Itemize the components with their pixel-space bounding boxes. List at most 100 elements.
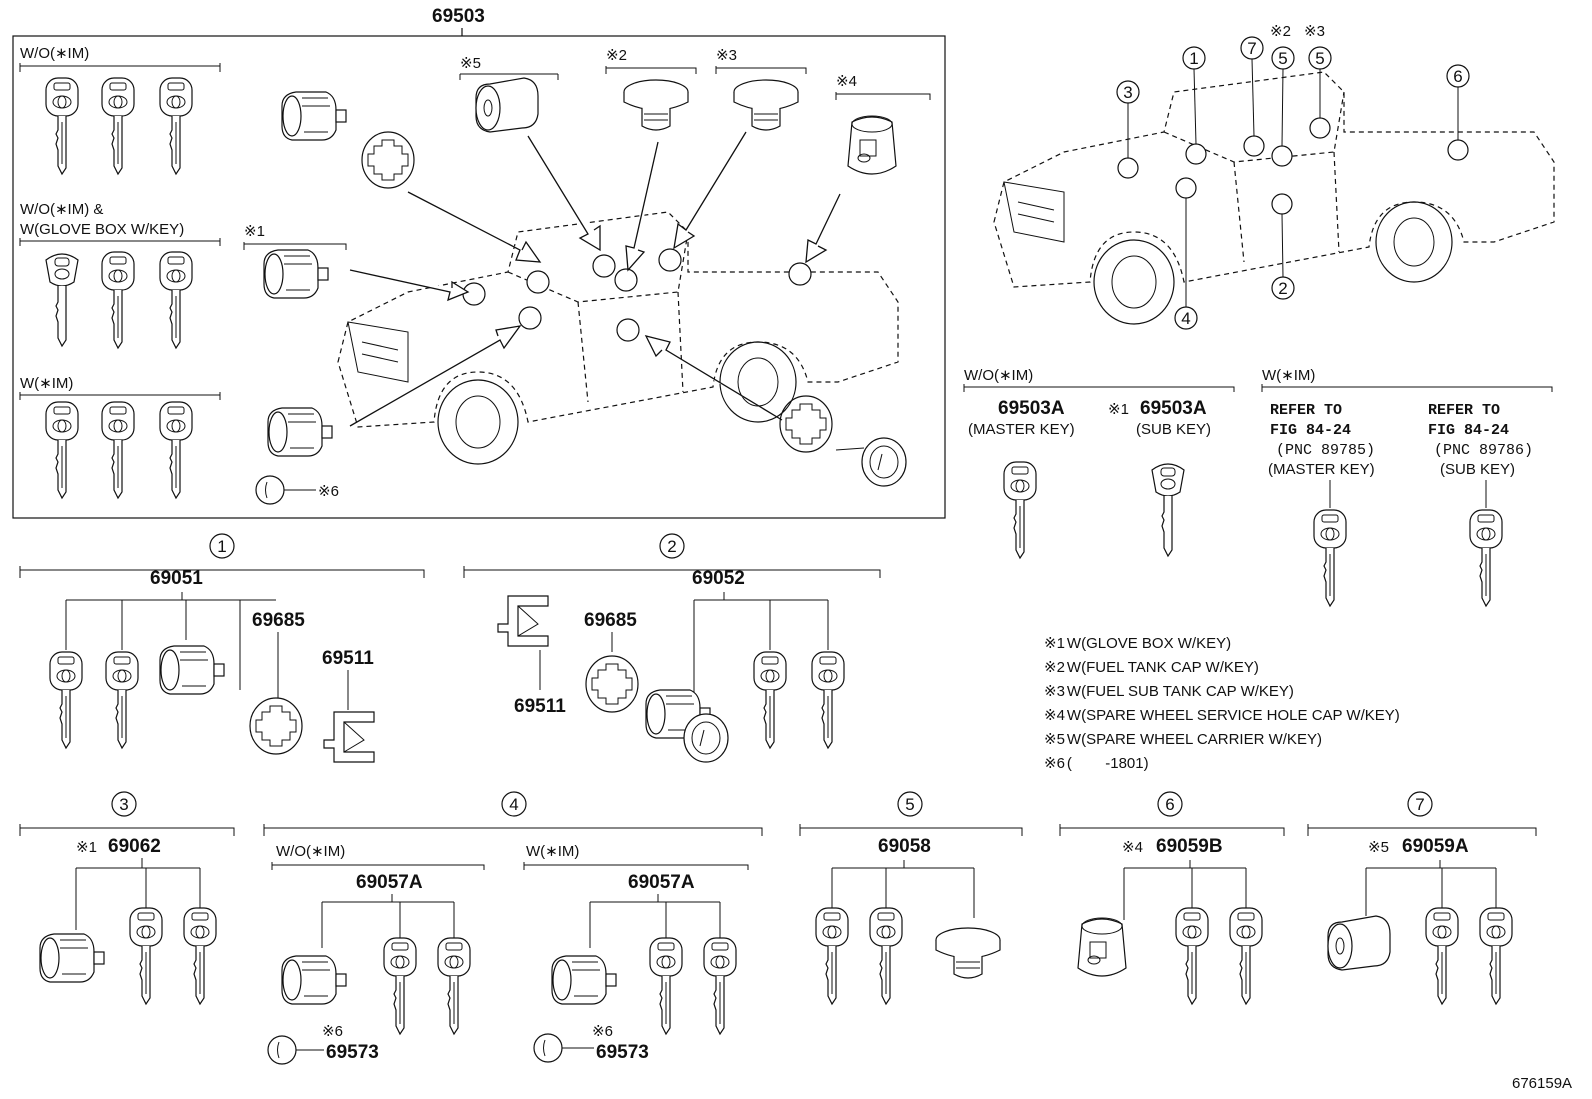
master-w-im-label: W(∗IM) <box>1262 367 1315 384</box>
section-number: 6 <box>1165 795 1174 814</box>
svg-text:1: 1 <box>1189 49 1198 68</box>
svg-text:5: 5 <box>1315 49 1324 68</box>
service-hole-cap-lock-icon <box>847 115 897 175</box>
key-icon <box>101 77 135 175</box>
spare-carrier-cylinder-icon <box>475 77 539 133</box>
key-icon <box>159 77 193 175</box>
section-part-number: 69052 <box>692 568 745 589</box>
group-w-im-label: W(∗IM) <box>20 375 73 392</box>
svg-text:6: 6 <box>1453 67 1462 86</box>
cap-disc-icon <box>533 1033 563 1063</box>
svg-text:※6( -1801): ※6( -1801) <box>1044 755 1149 772</box>
main-assembly-part-number: 69503 <box>432 6 485 27</box>
section-sub-part-1: 69685 <box>584 610 637 631</box>
refer-sub-line4: (SUB KEY) <box>1440 461 1515 478</box>
section-marker: ※5 <box>1368 839 1389 856</box>
svg-text:※1W(GLOVE BOX W/KEY): ※1W(GLOVE BOX W/KEY) <box>1044 635 1231 652</box>
fuel-sub-tank-cap-icon <box>733 79 799 131</box>
truck-callout-5b: 5 <box>1308 46 1332 118</box>
section-4-left-marker: ※6 <box>322 1023 343 1040</box>
section-4-right-cap-part-number: 69573 <box>596 1042 649 1063</box>
section-7: 7 ※5 69059A <box>1307 791 1537 1005</box>
truck-marker-2: ※2 <box>1270 23 1291 40</box>
truck-callout-5a: 5 <box>1271 46 1295 147</box>
svg-text:7: 7 <box>1247 39 1256 58</box>
master-key-desc: (MASTER KEY) <box>968 421 1075 438</box>
marker-1: ※1 <box>244 223 265 240</box>
section-sub-part-1: 69685 <box>252 610 305 631</box>
refer-sub-line1: REFER TO <box>1428 402 1500 419</box>
section-4-right-part-number: 69057A <box>628 872 695 893</box>
location-circles <box>462 248 812 342</box>
key-icon <box>1175 907 1209 1005</box>
fuel-sub-tank-cap-icon <box>935 927 1001 979</box>
group-glove-box-label-1: W/O(∗IM) & <box>20 201 103 218</box>
truck-callout-6: 6 <box>1446 64 1470 140</box>
truck-callout-2: 2 <box>1271 213 1295 300</box>
group-glove-box-label-2: W(GLOVE BOX W/KEY) <box>20 221 184 238</box>
section-marker: ※1 <box>76 839 97 856</box>
section-4-right-label: W(∗IM) <box>526 843 579 860</box>
svg-text:※5W(SPARE WHEEL CARRIER W/KEY): ※5W(SPARE WHEEL CARRIER W/KEY) <box>1044 731 1322 748</box>
lock-cylinder-face-icon <box>683 713 729 763</box>
truck-location-view: 3 1 7 ※2 5 ※3 5 6 <box>993 23 1555 330</box>
key-icon <box>815 907 849 1005</box>
retainer-ring-icon <box>779 395 833 453</box>
glove-box-cylinder-icon <box>263 249 329 299</box>
key-icon <box>1229 907 1263 1005</box>
truck-callout-4: 4 <box>1174 198 1198 330</box>
section-part-number: 69059A <box>1402 836 1469 857</box>
section-number: 2 <box>667 537 676 556</box>
main-assembly-frame <box>12 35 946 519</box>
key-icon <box>45 77 79 175</box>
section-4-right-marker: ※6 <box>592 1023 613 1040</box>
refer-master-line2: FIG 84-24 <box>1270 422 1351 439</box>
note-text: W(FUEL SUB TANK CAP W/KEY) <box>1067 683 1294 700</box>
svg-text:※2W(FUEL TANK CAP W/KEY): ※2W(FUEL TANK CAP W/KEY) <box>1044 659 1259 676</box>
note-marker: ※1 <box>1044 635 1065 652</box>
svg-text:5: 5 <box>1278 49 1287 68</box>
key-icon <box>703 937 737 1035</box>
section-4-left-cap-part-number: 69573 <box>326 1042 379 1063</box>
section-5: 5 69058 <box>799 791 1023 1005</box>
main-assembly-69503: 69503 W/O(∗IM) W/O(∗IM) & W(GLOVE BOX W/… <box>12 6 946 519</box>
service-hole-cap-lock-icon <box>1077 917 1127 977</box>
svg-text:※4W(SPARE WHEEL SERVICE HOLE C: ※4W(SPARE WHEEL SERVICE HOLE CAP W/KEY) <box>1044 707 1400 724</box>
svg-text:※3W(FUEL SUB TANK CAP W/KEY): ※3W(FUEL SUB TANK CAP W/KEY) <box>1044 683 1294 700</box>
note-marker: ※2 <box>1044 659 1065 676</box>
section-part-number: 69059B <box>1156 836 1223 857</box>
note-text: ( -1801) <box>1067 755 1149 772</box>
svg-text:2: 2 <box>1278 279 1287 298</box>
cap-disc-icon <box>255 475 285 505</box>
section-6: 6 ※4 69059B <box>1059 791 1285 1005</box>
note-marker: ※6 <box>1044 755 1065 772</box>
sub-key-part-number: 69503A <box>1140 398 1207 419</box>
fuel-tank-cap-icon <box>623 79 689 131</box>
section-number: 3 <box>119 795 128 814</box>
lock-clip-icon <box>497 595 549 647</box>
section-part-number: 69058 <box>878 836 931 857</box>
spare-carrier-cylinder-icon <box>1327 915 1391 971</box>
key-icon <box>649 937 683 1035</box>
refer-master-line4: (MASTER KEY) <box>1268 461 1375 478</box>
sub-key-icon <box>1469 509 1503 607</box>
marker-4: ※4 <box>836 73 857 90</box>
marker-3: ※3 <box>716 47 737 64</box>
marker-6: ※6 <box>318 483 339 500</box>
sub-key-icon <box>45 253 79 347</box>
section-sub-part-2: 69511 <box>322 648 374 669</box>
key-icon <box>101 401 135 499</box>
ignition-cylinder-icon <box>551 955 617 1005</box>
group-wo-im-label: W/O(∗IM) <box>20 45 89 62</box>
key-icon <box>159 401 193 499</box>
key-icon <box>753 651 787 749</box>
door-lock-cylinder-icon <box>281 91 347 141</box>
master-key-panel: W/O(∗IM) 69503A (MASTER KEY) ※1 69503A (… <box>963 367 1553 607</box>
section-3: 3 ※1 69062 <box>19 791 235 1005</box>
lock-clip-icon <box>323 711 375 763</box>
cap-disc-icon <box>267 1035 297 1065</box>
pointer-arrows <box>349 131 841 427</box>
key-icon <box>869 907 903 1005</box>
section-4: 4 W/O(∗IM) 69057A ※6 69573 W(∗IM) 69057A… <box>263 791 763 1065</box>
